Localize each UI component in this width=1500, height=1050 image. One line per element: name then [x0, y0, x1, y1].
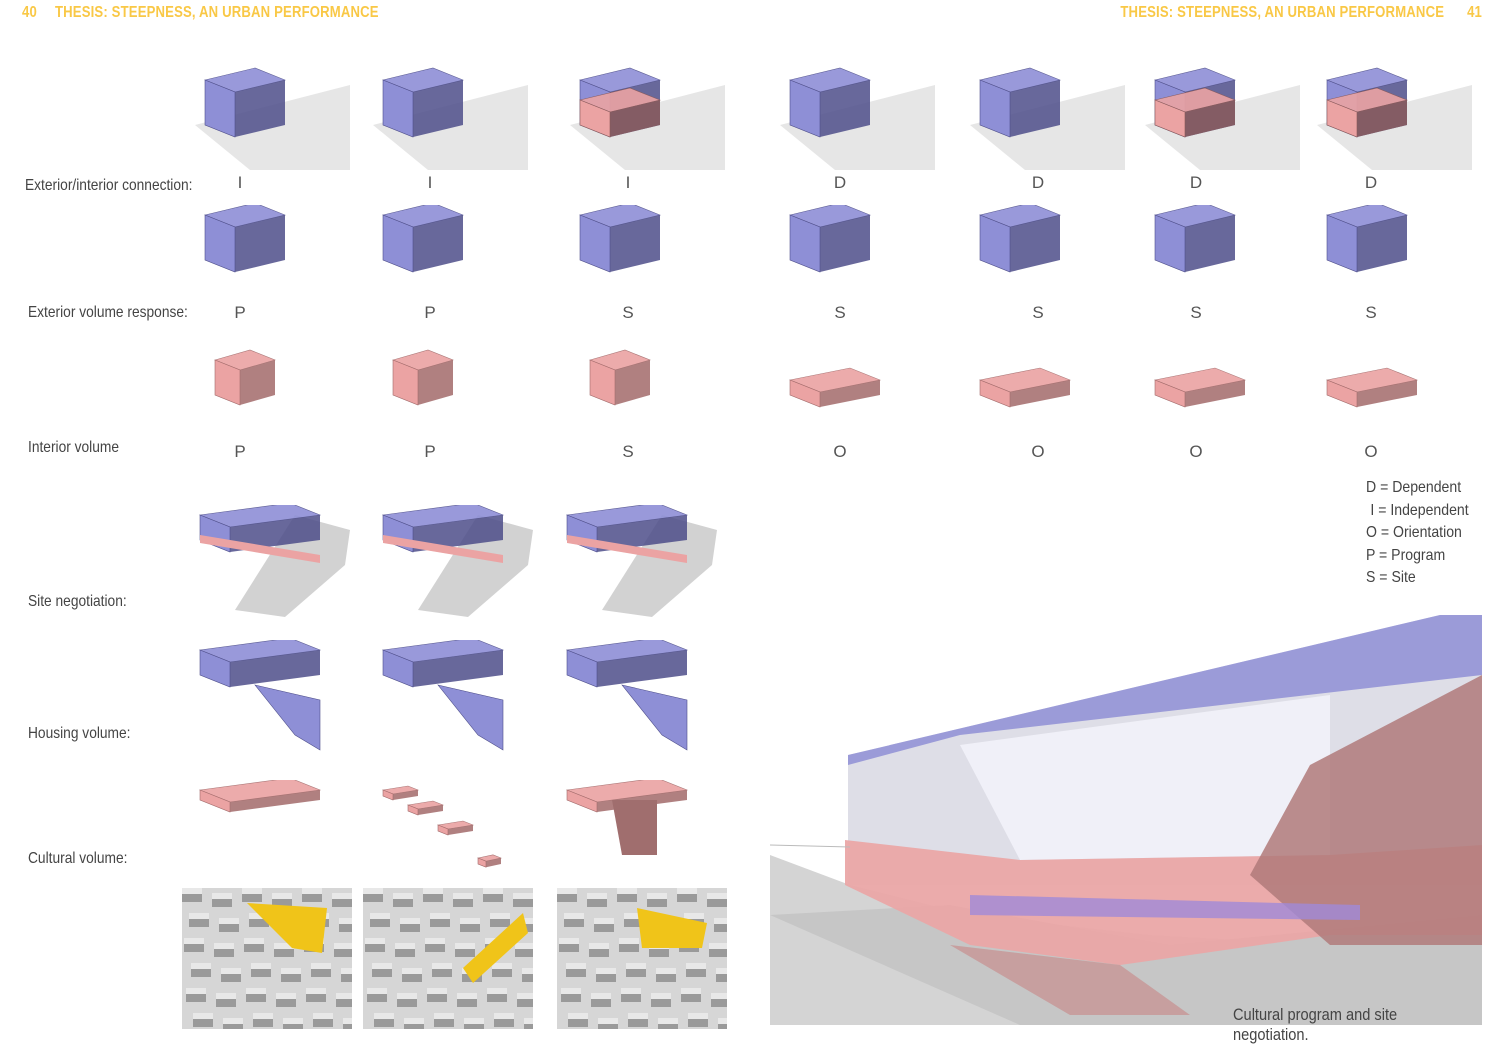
code-interior-volume: P	[234, 442, 246, 461]
code-exterior-volume: S	[1365, 303, 1377, 322]
interior-volume-diagram	[1153, 367, 1247, 408]
cultural-program-render	[770, 615, 1482, 1025]
site-model-photo	[557, 888, 727, 1029]
connection-diagram	[1317, 67, 1472, 170]
right-page-header: THESIS: STEEPNESS, AN URBAN PERFORMANCE 4…	[1120, 4, 1482, 22]
code-exterior-interior: I	[625, 173, 631, 192]
code-exterior-volume: S	[1190, 303, 1202, 322]
code-exterior-interior: I	[427, 173, 433, 192]
code-interior-volume: P	[424, 442, 436, 461]
exterior-volume-diagram	[789, 205, 871, 273]
housing-volume-diagram	[381, 640, 505, 751]
code-exterior-volume: S	[834, 303, 846, 322]
legend: D = Dependent I = Independent O = Orient…	[1366, 477, 1469, 590]
code-exterior-volume: P	[234, 303, 246, 322]
code-exterior-interior: D	[833, 173, 847, 192]
interior-volume-diagram	[214, 349, 276, 406]
code-interior-volume: O	[1031, 442, 1045, 461]
connection-diagram	[780, 67, 935, 170]
code-exterior-volume: S	[622, 303, 634, 322]
code-exterior-interior: D	[1031, 173, 1045, 192]
cultural-volume-diagram	[198, 780, 322, 813]
housing-volume-diagram	[565, 640, 689, 751]
code-exterior-interior: D	[1189, 173, 1203, 192]
site-negotiation-diagram	[198, 505, 350, 617]
left-page-header: 40 THESIS: STEEPNESS, AN URBAN PERFORMANC…	[22, 4, 379, 22]
site-negotiation-diagram	[381, 505, 533, 617]
legend-item: D = Dependent	[1366, 479, 1462, 496]
site-negotiation-diagram	[565, 505, 717, 617]
code-interior-volume: O	[1364, 442, 1378, 461]
code-interior-volume: O	[1189, 442, 1203, 461]
housing-volume-diagram	[198, 640, 322, 751]
code-exterior-interior: D	[1364, 173, 1378, 192]
legend-item: O = Orientation	[1366, 524, 1462, 541]
exterior-volume-diagram	[1154, 205, 1236, 273]
legend-item: P = Program	[1366, 546, 1446, 564]
interior-volume-diagram	[589, 349, 651, 406]
left-running-title: THESIS: STEEPNESS, AN URBAN PERFORMANCE	[54, 4, 379, 21]
row-label-housing-volume: Housing volume:	[28, 725, 131, 742]
legend-item: I = Independent	[1370, 501, 1469, 519]
row-label-exterior-volume: Exterior volume response:	[28, 304, 188, 321]
right-running-title: THESIS: STEEPNESS, AN URBAN PERFORMANCE	[1120, 4, 1445, 21]
right-page-number: 41	[1467, 4, 1482, 21]
code-exterior-volume: S	[1032, 303, 1044, 322]
exterior-volume-diagram	[579, 205, 661, 273]
legend-item: S = Site	[1366, 569, 1416, 586]
connection-diagram	[570, 67, 725, 170]
row-label-site-negotiation: Site negotiation:	[28, 593, 127, 610]
exterior-volume-diagram	[979, 205, 1061, 273]
code-interior-volume: O	[833, 442, 847, 461]
exterior-volume-diagram	[204, 205, 286, 273]
figure-caption: Cultural program and site negotiation.	[1233, 1005, 1398, 1044]
row-label-cultural-volume: Cultural volume:	[28, 850, 128, 867]
site-model-photo	[363, 888, 533, 1029]
connection-diagram	[970, 67, 1125, 170]
row-label-exterior-interior: Exterior/interior connection:	[25, 177, 193, 194]
cultural-volume-diagram	[565, 780, 689, 855]
row-label-interior-volume: Interior volume	[28, 439, 120, 456]
interior-volume-diagram	[1325, 367, 1419, 408]
interior-volume-diagram	[392, 349, 454, 406]
exterior-volume-diagram	[382, 205, 464, 273]
site-model-photo	[182, 888, 352, 1029]
interior-volume-diagram	[788, 367, 882, 408]
code-exterior-interior: I	[237, 173, 243, 192]
left-page-number: 40	[22, 4, 37, 21]
exterior-volume-diagram	[1326, 205, 1408, 273]
code-exterior-volume: P	[424, 303, 436, 322]
connection-diagram	[1145, 67, 1300, 170]
connection-diagram	[373, 67, 528, 170]
code-interior-volume: S	[622, 442, 634, 461]
interior-volume-diagram	[978, 367, 1072, 408]
cultural-volume-diagram	[381, 785, 503, 868]
connection-diagram	[195, 67, 350, 170]
